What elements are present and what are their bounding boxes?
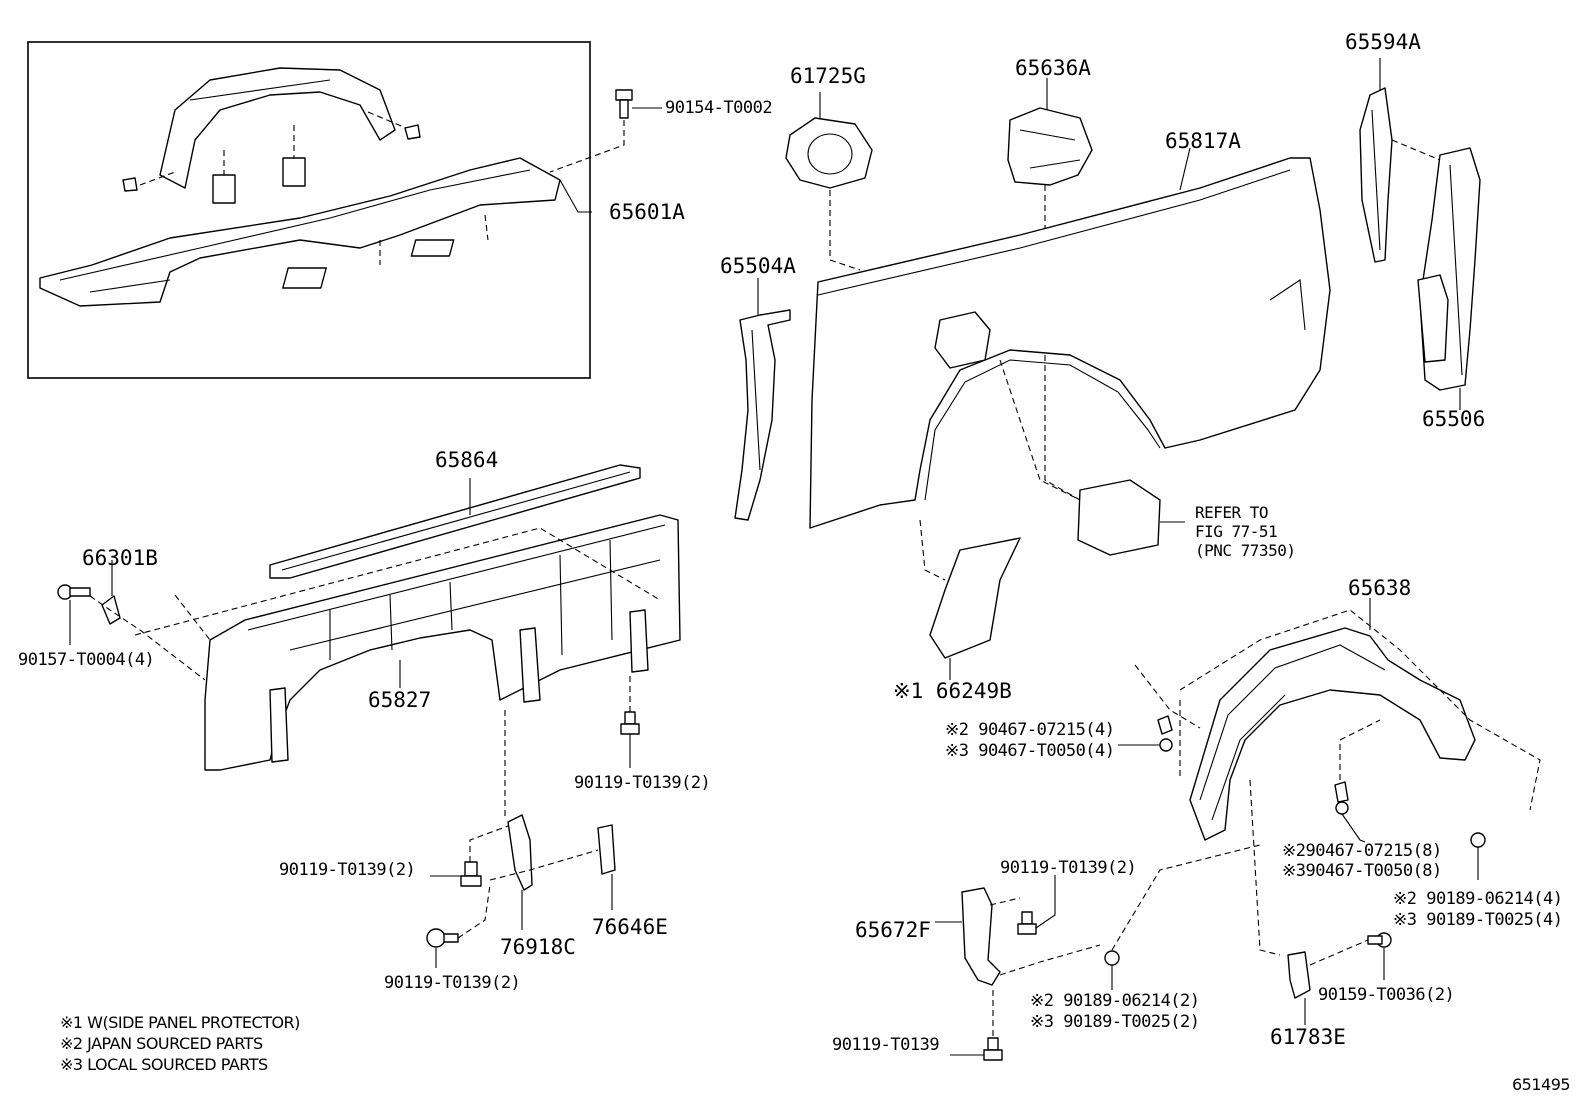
label-90467-07215-8: ※290467-07215(8) xyxy=(1282,841,1442,861)
label-61783E: 61783E xyxy=(1270,1025,1346,1049)
part-fuel-door-drawing xyxy=(999,359,1185,556)
label-66301B: 66301B xyxy=(82,546,158,570)
label-76918C: 76918C xyxy=(500,935,576,959)
label-90189-06214-2: ※2 90189-06214(2) xyxy=(1030,991,1200,1011)
part-66249B-drawing xyxy=(919,519,1021,680)
label-90159-T0036: 90159-T0036(2) xyxy=(1318,985,1455,1005)
leader-65601A xyxy=(559,179,592,213)
part-76646E-drawing xyxy=(489,824,616,910)
footnote-2: ※2 JAPAN SOURCED PARTS xyxy=(60,1034,263,1053)
label-90119-T0139-c: 90119-T0139(2) xyxy=(384,973,521,993)
label-90467-T0050-8: ※390467-T0050(8) xyxy=(1282,861,1442,881)
label-90189-T0025-2: ※3 90189-T0025(2) xyxy=(1030,1012,1200,1032)
bolt-90119-b-drawing xyxy=(430,825,509,887)
label-90154-T0002: 90154-T0002 xyxy=(665,98,773,118)
part-76918C-drawing xyxy=(504,710,533,930)
clip-90189-a-drawing xyxy=(1470,832,1486,880)
label-76646E: 76646E xyxy=(592,915,668,939)
label-90189-06214-4: ※2 90189-06214(4) xyxy=(1393,889,1563,909)
label-90467-07215-4: ※2 90467-07215(4) xyxy=(945,720,1115,740)
label-refer-to: REFER TO xyxy=(1195,503,1269,522)
part-65504A-drawing xyxy=(734,278,791,521)
label-fig-77-51: FIG 77-51 xyxy=(1195,522,1278,541)
footnote-3: ※3 LOCAL SOURCED PARTS xyxy=(60,1055,268,1074)
part-65672F-drawing xyxy=(935,887,1101,986)
label-90467-T0050-4: ※3 90467-T0050(4) xyxy=(945,741,1115,761)
bolt-90119-a-drawing xyxy=(620,672,640,768)
label-65672F: 65672F xyxy=(855,918,931,942)
bolt-90119-c-drawing xyxy=(426,884,491,968)
footnote-1: ※1 W(SIDE PANEL PROTECTOR) xyxy=(60,1013,300,1032)
label-90157-T0004: 90157-T0004(4) xyxy=(18,650,155,670)
label-65506: 65506 xyxy=(1422,407,1486,431)
label-90189-T0025-4: ※3 90189-T0025(4) xyxy=(1393,910,1563,930)
bolt-90119-d-drawing xyxy=(1017,875,1056,935)
part-65817A-drawing xyxy=(809,147,1331,529)
bolt-90154-drawing xyxy=(549,89,662,173)
part-61725G-drawing xyxy=(785,92,873,271)
part-65638-drawing xyxy=(1179,598,1541,956)
label-65636A: 65636A xyxy=(1015,56,1091,80)
part-65827-drawing xyxy=(134,514,681,771)
clip-90467-b-drawing xyxy=(1334,719,1381,843)
label-65827: 65827 xyxy=(368,688,432,712)
part-65594A-drawing xyxy=(1359,58,1441,263)
label-90119-T0139-d: 90119-T0139(2) xyxy=(1000,858,1137,878)
part-65864-drawing xyxy=(269,464,641,579)
label-65638: 65638 xyxy=(1348,576,1412,600)
label-66249B: ※1 66249B xyxy=(893,679,1012,703)
label-90119-T0139-a: 90119-T0139(2) xyxy=(574,773,711,793)
figure-id: 651495 xyxy=(1512,1075,1571,1094)
part-65636A-drawing xyxy=(1007,78,1093,501)
clip-66301B-drawing xyxy=(57,560,206,681)
inset-box xyxy=(27,41,591,379)
label-65817A: 65817A xyxy=(1165,129,1241,153)
label-65864: 65864 xyxy=(435,448,499,472)
clip-90189-b-drawing xyxy=(1104,844,1261,990)
label-pnc-77350: (PNC 77350) xyxy=(1195,541,1296,560)
label-90119-T0139-b: 90119-T0139(2) xyxy=(279,860,416,880)
bolt-90119-e-drawing xyxy=(950,990,1003,1061)
label-65594A: 65594A xyxy=(1345,30,1421,54)
label-65601A: 65601A xyxy=(609,200,685,224)
part-61783E-drawing xyxy=(1287,932,1392,1025)
label-61725G: 61725G xyxy=(790,64,866,88)
part-65601A-drawing xyxy=(39,67,561,307)
part-65506-drawing xyxy=(1417,147,1481,410)
clip-90467-a-drawing xyxy=(1118,664,1201,752)
label-65504A: 65504A xyxy=(720,254,796,278)
label-90119-T0139-e: 90119-T0139 xyxy=(832,1035,940,1055)
